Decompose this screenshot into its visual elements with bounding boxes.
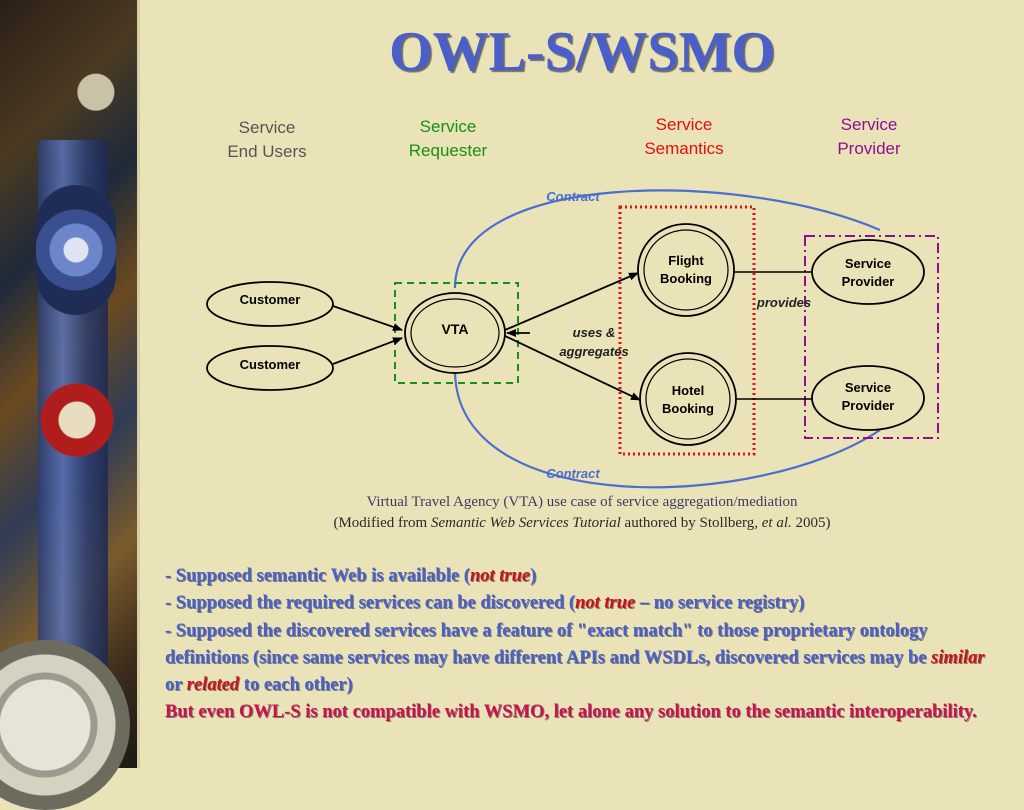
flight-booking-label-1: Flight — [668, 253, 704, 268]
bullet-list: - Supposed semantic Web is available (no… — [165, 563, 985, 727]
flight-booking-outer — [637, 223, 735, 317]
service-provider-label-2a: Service — [845, 380, 891, 395]
provides-label: provides — [756, 295, 811, 310]
customer-label-2: Customer — [240, 357, 301, 372]
caption-line-2: (Modified from Semantic Web Services Tut… — [333, 515, 831, 531]
service-provider-label-2b: Provider — [842, 398, 895, 413]
vta-node-inner — [410, 298, 500, 368]
uses-aggregates-label-1: uses & — [573, 325, 616, 340]
provider-box — [804, 235, 939, 439]
service-provider-node-1 — [811, 239, 925, 305]
service-provider-label-1a: Service — [845, 256, 891, 271]
hotel-booking-inner — [645, 358, 731, 440]
arrow-customer2-vta — [332, 337, 403, 365]
customer-node-1 — [206, 281, 334, 327]
hotel-booking-outer — [639, 352, 737, 446]
slide-title: OWL-S/WSMO — [389, 21, 775, 83]
contract-curve-top — [453, 189, 881, 289]
service-provider-node-2 — [811, 365, 925, 431]
flight-booking-inner — [643, 229, 729, 311]
vta-node-outer — [404, 292, 506, 374]
vta-label: VTA — [442, 321, 469, 337]
arrow-customer1-vta — [332, 305, 403, 331]
hotel-booking-label-1: Hotel — [672, 383, 705, 398]
customer-label-1: Customer — [240, 292, 301, 307]
sidebar-divider — [137, 0, 140, 768]
uses-aggregates-label-2: aggregates — [559, 344, 628, 359]
rosette-image — [36, 185, 116, 315]
cross-medal-image — [22, 365, 132, 475]
vta-diagram: Customer Customer VTA Flight Booking Hot… — [206, 189, 939, 489]
contract-label-bottom: Contract — [546, 466, 600, 481]
semantics-box — [618, 205, 756, 456]
bullet-2: - Supposed the required services can be … — [165, 593, 805, 614]
flight-booking-label-2: Booking — [660, 271, 712, 286]
arrow-vta-hotel — [504, 335, 641, 401]
contract-curve-bottom — [453, 369, 881, 489]
contract-label-top: Contract — [546, 189, 600, 204]
hotel-booking-label-2: Booking — [662, 401, 714, 416]
conclusion-text: But even OWL-S is not compatible with WS… — [165, 702, 977, 723]
service-provider-label-1b: Provider — [842, 274, 895, 289]
bullet-3: - Supposed the discovered services have … — [165, 620, 985, 696]
customer-node-2 — [206, 345, 334, 391]
caption-line-1: Virtual Travel Agency (VTA) use case of … — [366, 494, 798, 510]
diagram-caption: Virtual Travel Agency (VTA) use case of … — [140, 492, 1024, 534]
arrow-vta-flight — [504, 272, 639, 331]
bullet-1: - Supposed semantic Web is available (no… — [165, 566, 537, 586]
